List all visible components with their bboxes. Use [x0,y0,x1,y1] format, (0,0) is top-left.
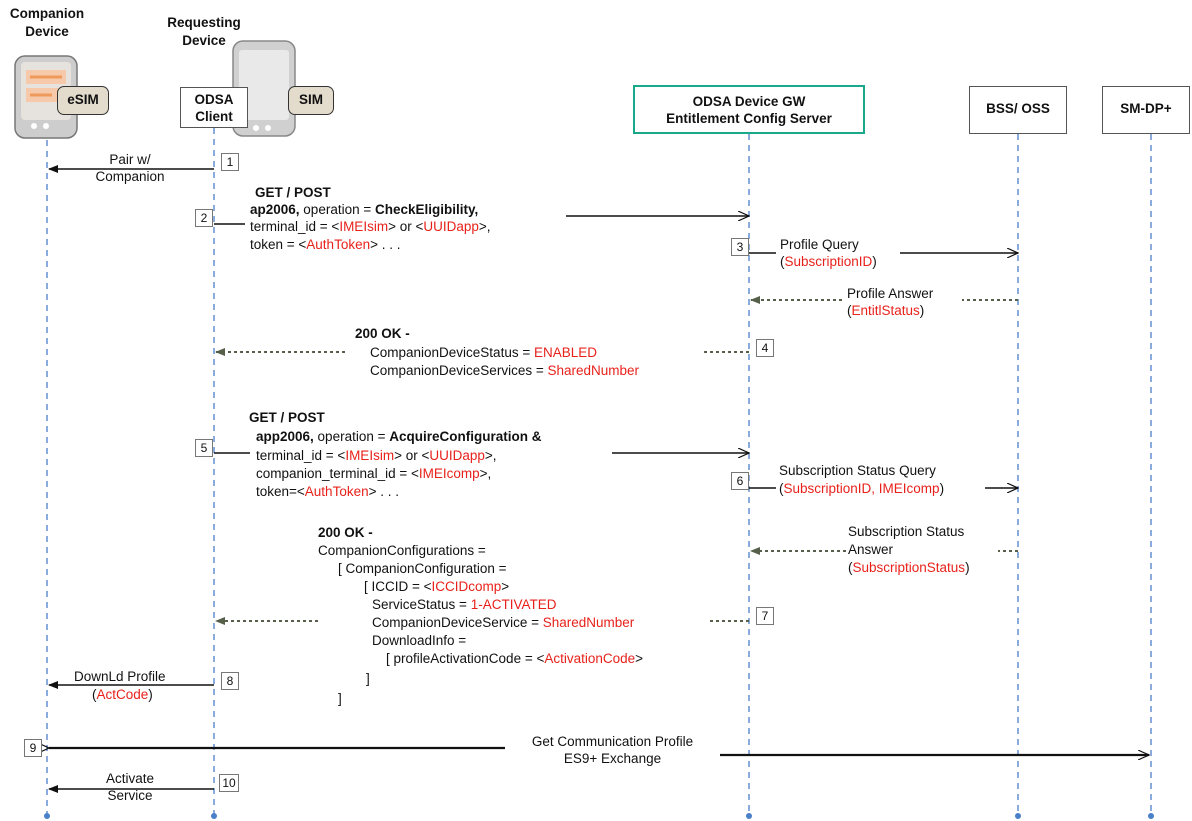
companion-device-icon [14,55,78,139]
requesting-device-icon [232,40,296,137]
step-9: 9 [24,739,42,757]
lifeline-end-dots [44,813,1154,819]
message-arrows [49,165,1149,793]
step-8: 8 [221,672,239,690]
smdp-box: SM-DP+ [1102,86,1190,134]
step-7: 7 [756,607,774,625]
step-1: 1 [221,153,239,171]
esim-badge: eSIM [57,86,109,115]
step-2: 2 [195,209,213,227]
step-6: 6 [731,472,749,490]
lifelines [46,128,1152,815]
msg1-label: Pair w/Companion [95,152,165,184]
sim-badge: SIM [288,86,334,115]
step-3: 3 [731,238,749,256]
bss-oss-box: BSS/ OSS [969,86,1067,134]
step-5: 5 [195,439,213,457]
step-10: 10 [219,774,239,792]
step-4: 4 [756,339,774,357]
